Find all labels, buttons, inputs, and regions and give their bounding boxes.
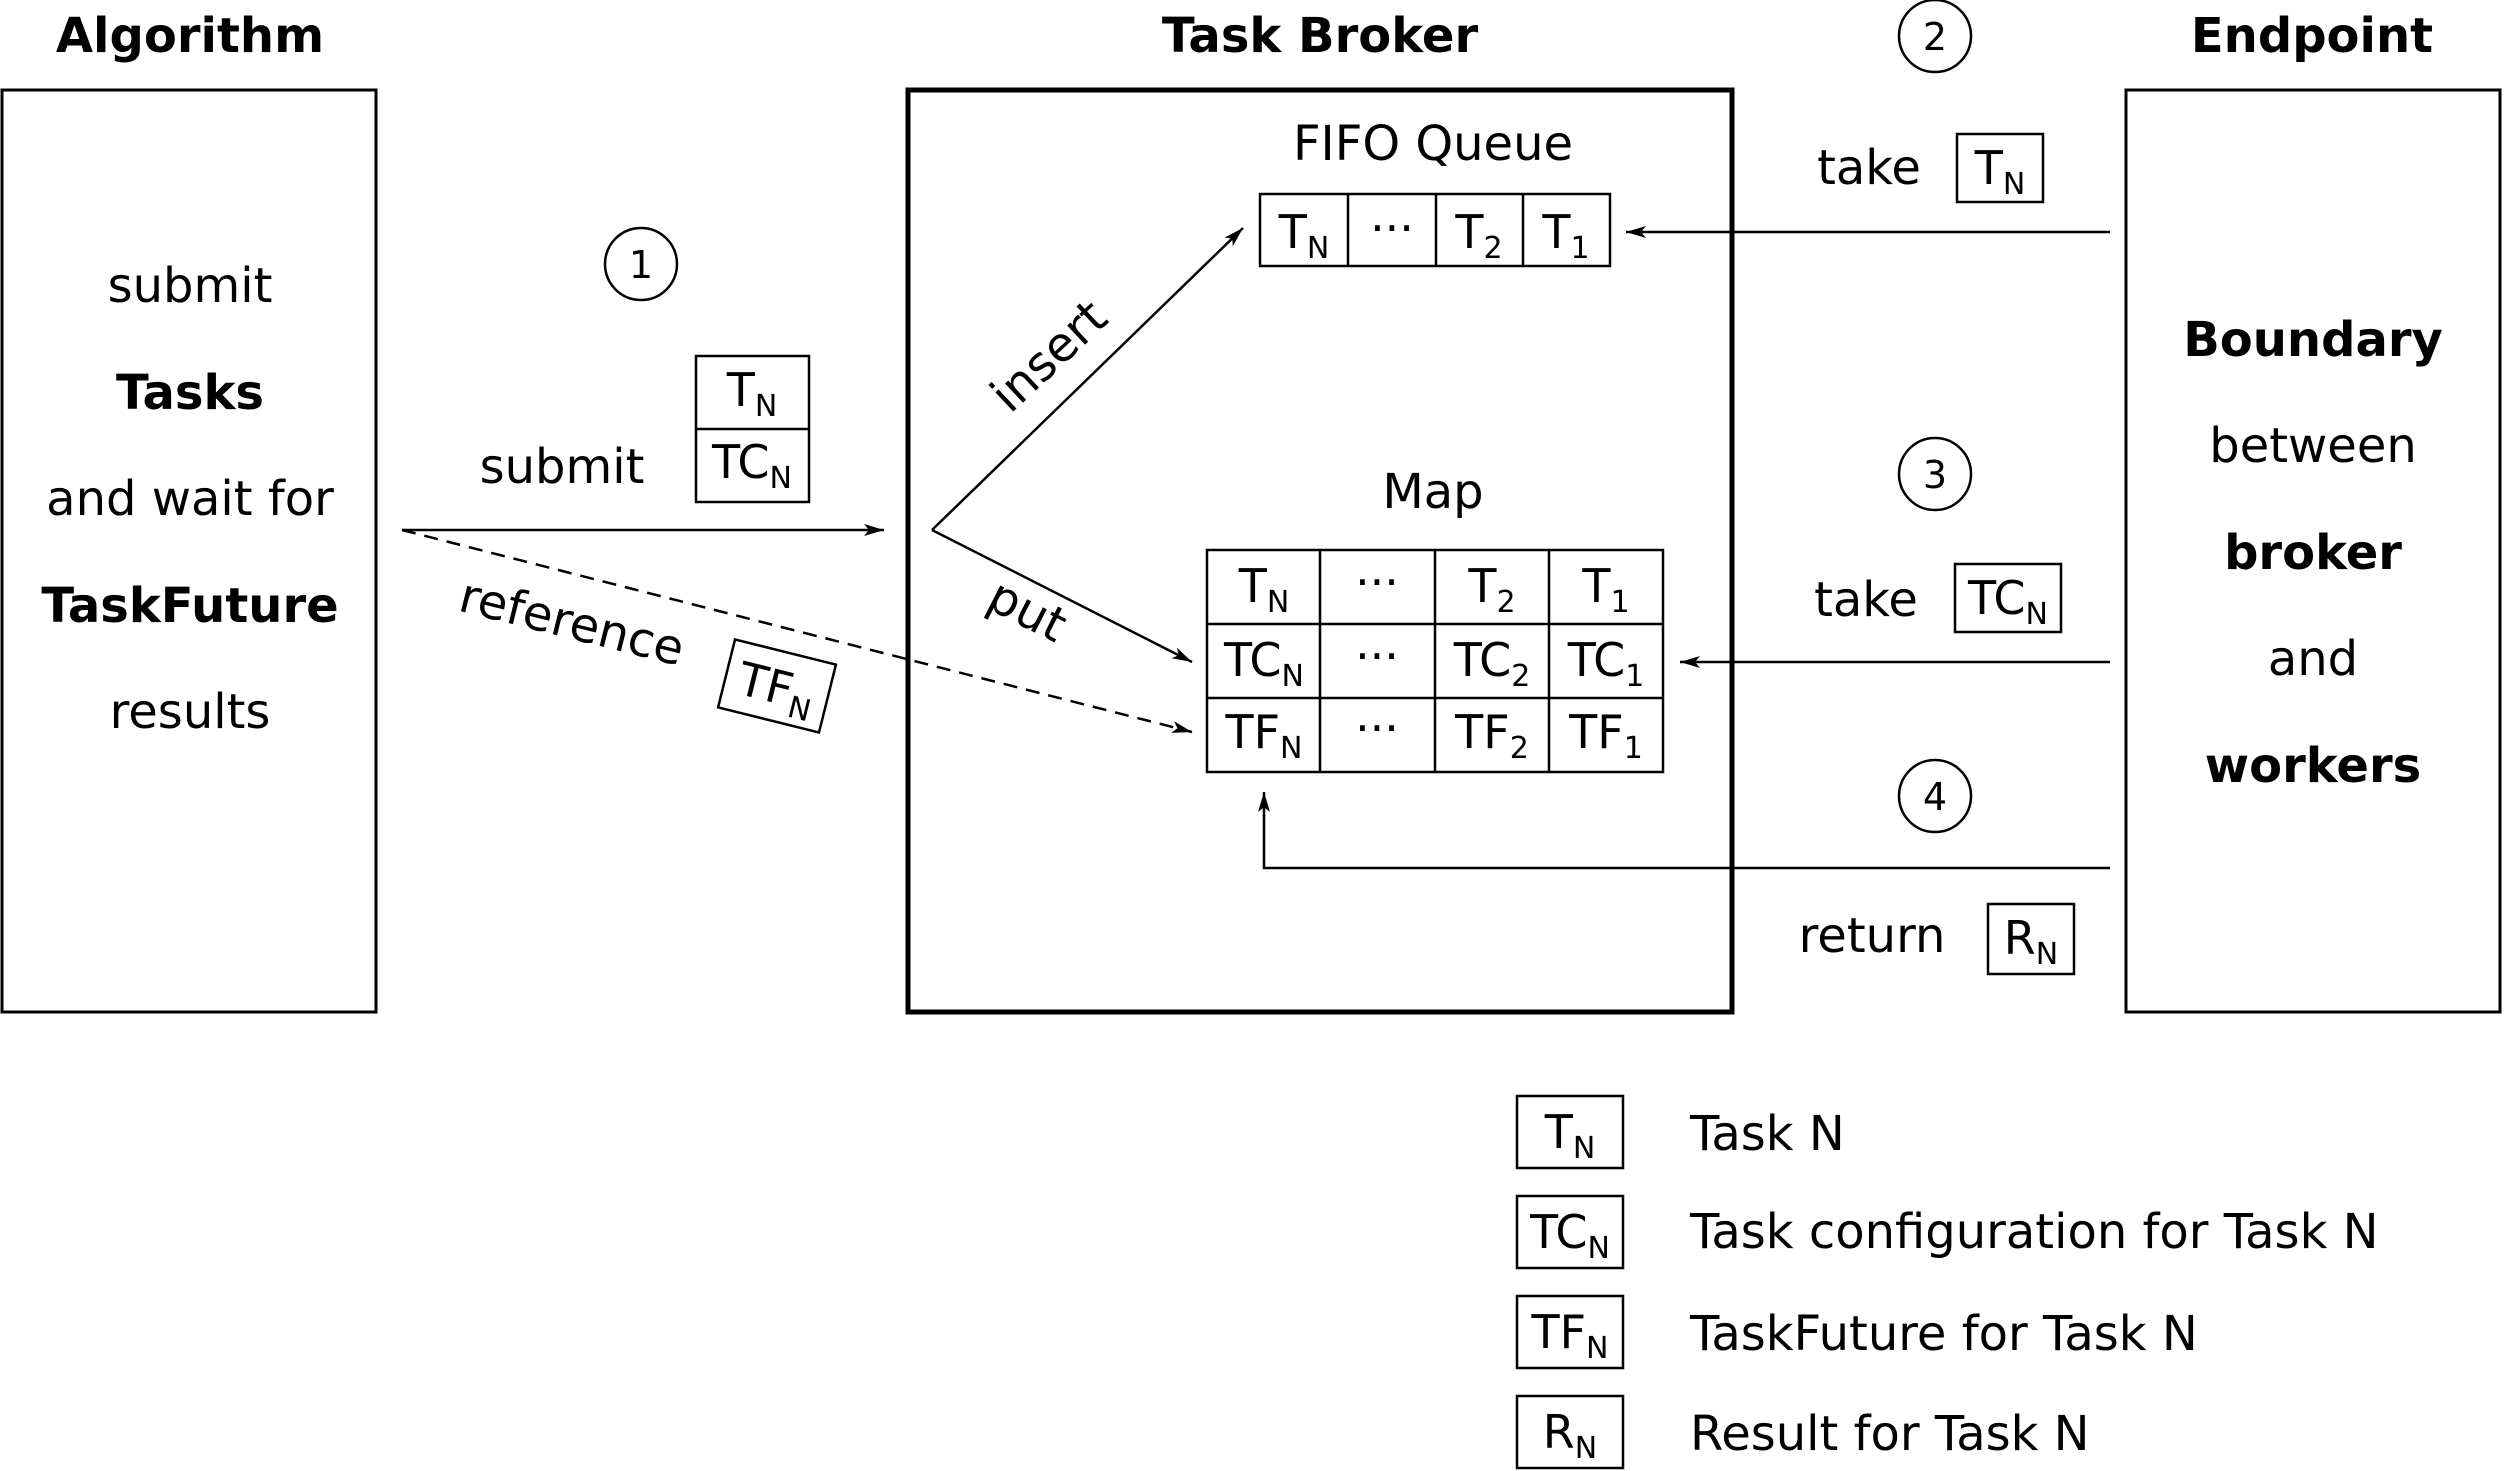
fifo-cell-t2: T2: [1454, 205, 1502, 266]
step-1-circle: [603, 226, 679, 302]
submit-payload-box: TN TCN: [694, 354, 811, 504]
legend: TN Task N TCN Task configuration for Tas…: [1515, 1094, 2379, 1470]
endpoint-line-boundary: Boundary: [2183, 312, 2443, 368]
broker-header: Task Broker: [1162, 8, 1479, 64]
submit-payload-tcn: TCN: [711, 435, 792, 496]
task-broker-box: [905, 87, 1735, 1015]
reference-tfn-box: TFN: [716, 637, 838, 735]
legend-rn-symbol: RN: [1543, 1405, 1597, 1466]
fifo-queue: TN ··· T2 T1: [1258, 192, 1612, 268]
insert-arrow: [931, 227, 1244, 531]
put-label: put: [979, 568, 1075, 654]
legend-tfn-desc: TaskFuture for Task N: [1689, 1306, 2198, 1362]
map-cell-ellipsis: ···: [1355, 555, 1399, 609]
endpoint-header: Endpoint: [2191, 8, 2433, 64]
fifo-cell-t1: T1: [1541, 205, 1589, 266]
legend-tcn-box: [1515, 1194, 1625, 1270]
return-payload-frame: [1986, 902, 2076, 976]
legend-tcn-desc: Task configuration for Task N: [1689, 1204, 2379, 1260]
endpoint-line-workers: workers: [2205, 738, 2421, 794]
legend-tfn-symbol: TFN: [1530, 1305, 1608, 1366]
map-cell-tn: TN: [1238, 559, 1290, 620]
take-config-label: take: [1814, 572, 1918, 628]
take-task-label: take: [1817, 140, 1921, 196]
endpoint-box: [2124, 88, 2502, 1014]
take-config-payload-frame: [1953, 562, 2063, 634]
map-cell-tcn: TCN: [1223, 633, 1304, 694]
map-cell-tc1: TC1: [1567, 633, 1645, 694]
algorithm-line-tasks: Tasks: [116, 365, 264, 421]
algorithm-line-submit: submit: [108, 258, 273, 314]
map-cell-t2: T2: [1467, 559, 1515, 620]
map-cell-ellipsis: ···: [1355, 701, 1399, 755]
algorithm-line-wait: and wait for: [46, 471, 334, 527]
fifo-cell-tn: TN: [1278, 205, 1330, 266]
return-label: return: [1799, 908, 1946, 964]
take-task-payload: TN: [1974, 141, 2026, 202]
algorithm-line-results: results: [110, 684, 271, 740]
reference-label: reference: [454, 568, 690, 678]
map-cell-t1: T1: [1581, 559, 1629, 620]
map-cell-tf2: TF2: [1454, 705, 1529, 766]
map-cell-tc2: TC2: [1453, 633, 1531, 694]
step-4-circle: [1897, 758, 1973, 834]
endpoint-line-and: and: [2268, 631, 2358, 687]
reference-tfn-frame: [716, 637, 838, 735]
map-label: Map: [1382, 464, 1483, 520]
return-arrow: [1258, 792, 2110, 870]
map-table: TN ··· T2 T1 TCN ··· TC2 TC1 TFN ··· TF2…: [1205, 548, 1665, 774]
endpoint-line-broker: broker: [2224, 525, 2402, 581]
step-4-number: 4: [1923, 775, 1947, 819]
submit-label: submit: [480, 439, 645, 495]
legend-rn-box: [1515, 1394, 1625, 1470]
legend-tn-desc: Task N: [1689, 1106, 1845, 1162]
reference-arrow: [401, 528, 1193, 734]
fifo-cell-ellipsis: ···: [1370, 201, 1414, 255]
algorithm-box: [0, 88, 378, 1014]
algorithm-header: Algorithm: [56, 8, 324, 64]
map-cell-ellipsis: ···: [1355, 629, 1399, 683]
take-task-payload-frame: [1955, 132, 2045, 204]
endpoint-line-between: between: [2209, 418, 2417, 474]
legend-tfn-box: [1515, 1294, 1625, 1370]
reference-tfn-text: TFN: [730, 651, 820, 729]
step-3-circle: [1897, 436, 1973, 512]
put-arrow: [931, 528, 1193, 664]
legend-tn-symbol: TN: [1544, 1105, 1596, 1166]
legend-tn-box: [1515, 1094, 1625, 1170]
algorithm-line-taskfuture: TaskFuture: [41, 578, 338, 634]
insert-label: insert: [980, 289, 1118, 423]
map-cell-tf1: TF1: [1568, 705, 1643, 766]
step-3-number: 3: [1923, 453, 1947, 497]
step-1-number: 1: [629, 243, 653, 287]
submit-payload-tn: TN: [726, 363, 778, 424]
return-payload: RN: [2004, 911, 2058, 972]
map-cell-tfn: TFN: [1224, 705, 1302, 766]
legend-tcn-symbol: TCN: [1529, 1205, 1610, 1266]
legend-rn-desc: Result for Task N: [1690, 1406, 2090, 1462]
take-config-payload: TCN: [1967, 571, 2048, 632]
step-2-number: 2: [1923, 15, 1947, 59]
step-2-circle: [1897, 0, 1973, 74]
fifo-queue-label: FIFO Queue: [1293, 116, 1573, 172]
